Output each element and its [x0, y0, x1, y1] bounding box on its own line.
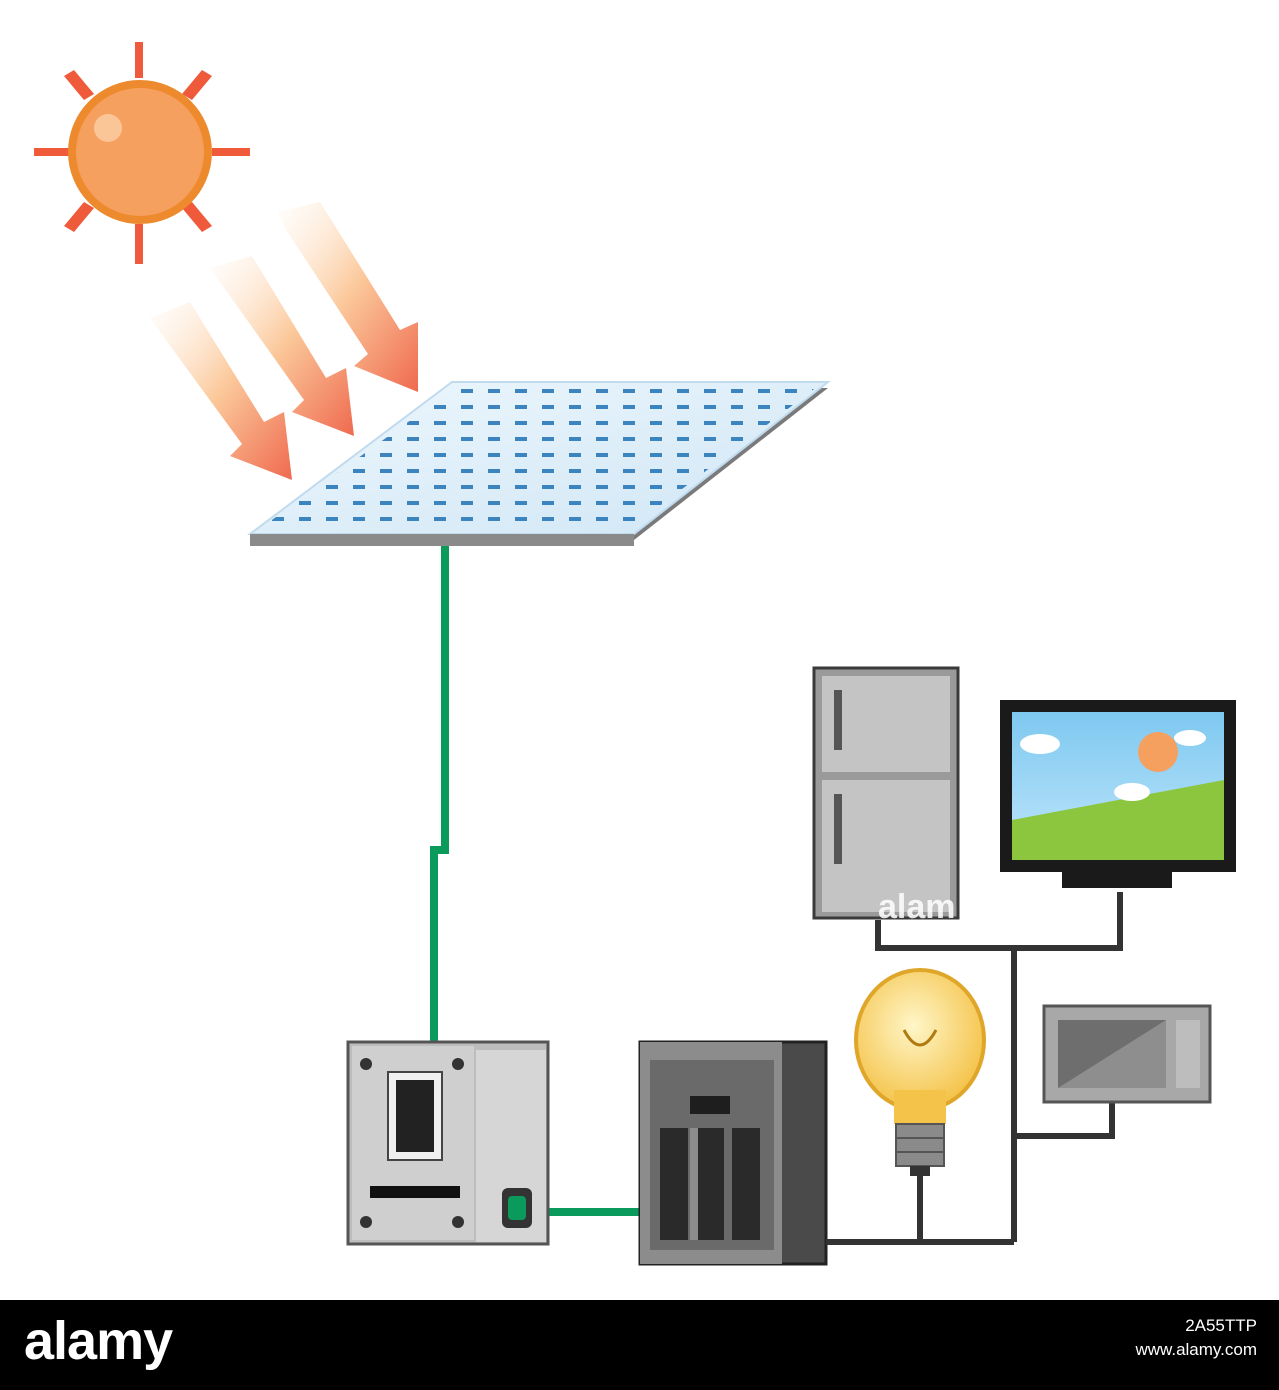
- image-id: 2A55TTP: [1185, 1316, 1257, 1335]
- inverter-box: [346, 1040, 550, 1246]
- stock-footer: alamy 2A55TTP www.alamy.com: [0, 1300, 1279, 1390]
- sun-icon: [34, 42, 250, 264]
- television: [1000, 700, 1236, 888]
- refrigerator: [812, 666, 960, 920]
- breaker-box: [638, 1040, 828, 1266]
- brand-logo: alamy: [24, 1311, 173, 1371]
- solar-energy-diagram: alam: [34, 42, 1236, 1266]
- light-bulb-icon: [854, 968, 986, 1176]
- sun-rays-arrows: [150, 202, 418, 480]
- stock-info: 2A55TTP www.alamy.com: [1135, 1314, 1257, 1362]
- wire-panel-to-inverter: [430, 546, 449, 1050]
- microwave: [1042, 1004, 1212, 1104]
- site-url: www.alamy.com: [1135, 1340, 1257, 1359]
- sun-rays-spikes: [34, 42, 250, 264]
- watermark-overlay: alam: [878, 888, 956, 926]
- dark-wires: [826, 892, 1123, 1245]
